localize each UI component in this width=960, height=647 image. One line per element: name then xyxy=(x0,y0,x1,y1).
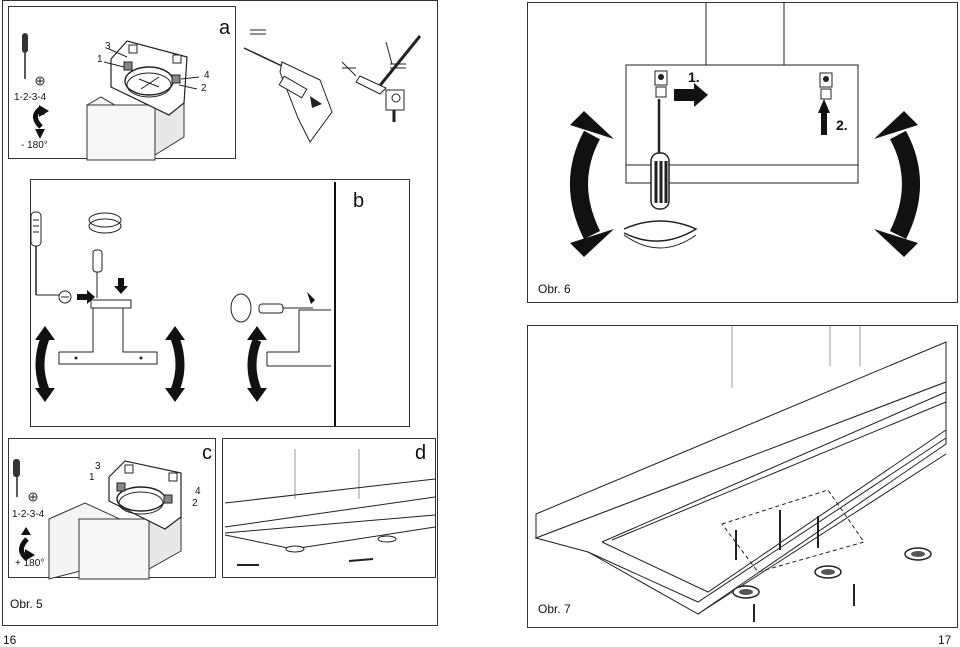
panel-c-drawing xyxy=(13,459,182,580)
panel-a-drawing xyxy=(22,33,200,161)
panel-b-letter: b xyxy=(353,190,365,212)
callout-4: 4 xyxy=(195,486,201,497)
rotation-label: - 180° xyxy=(21,140,48,151)
screw-sequence: 1-2-3-4 xyxy=(12,509,45,520)
callout-2: 2 xyxy=(201,83,207,94)
screw-sequence: 1-2-3-4 xyxy=(14,92,47,103)
figure-7-caption: Obr. 7 xyxy=(538,602,571,616)
panel-c: c 3 1 4 2 1-2-3-4 + 180° xyxy=(8,438,216,580)
panel-a-letter: a xyxy=(219,17,231,39)
callout-4: 4 xyxy=(204,70,210,81)
figure-5-caption: Obr. 5 xyxy=(10,597,43,611)
step-2-label: 2. xyxy=(836,117,848,133)
figure-6-frame: 1. 2. Obr. 6 xyxy=(527,2,958,303)
panel-c-letter: c xyxy=(202,442,212,464)
callout-3: 3 xyxy=(95,461,101,472)
callout-3: 3 xyxy=(105,41,111,52)
callout-1: 1 xyxy=(97,54,103,65)
drill-tools-drawing xyxy=(243,29,422,143)
page-number-left: 16 xyxy=(3,633,17,647)
rotation-label: + 180° xyxy=(15,558,45,569)
panel-d-drawing xyxy=(224,449,436,566)
page-number-right: 17 xyxy=(938,633,952,647)
callout-1: 1 xyxy=(89,472,95,483)
figure-6-drawing xyxy=(570,3,920,257)
figure-7-drawing xyxy=(534,326,947,622)
panel-b: b xyxy=(30,179,410,427)
step-1-label: 1. xyxy=(688,69,700,85)
panel-d-letter: d xyxy=(415,442,427,464)
figure-7-frame: Obr. 7 xyxy=(527,325,958,628)
panel-a: a 3 1 4 2 1-2-3-4 - 180° xyxy=(8,6,236,161)
panel-b-drawing xyxy=(30,182,336,426)
panel-d: d xyxy=(222,438,436,578)
figure-6-caption: Obr. 6 xyxy=(538,282,571,296)
callout-2: 2 xyxy=(192,498,198,509)
